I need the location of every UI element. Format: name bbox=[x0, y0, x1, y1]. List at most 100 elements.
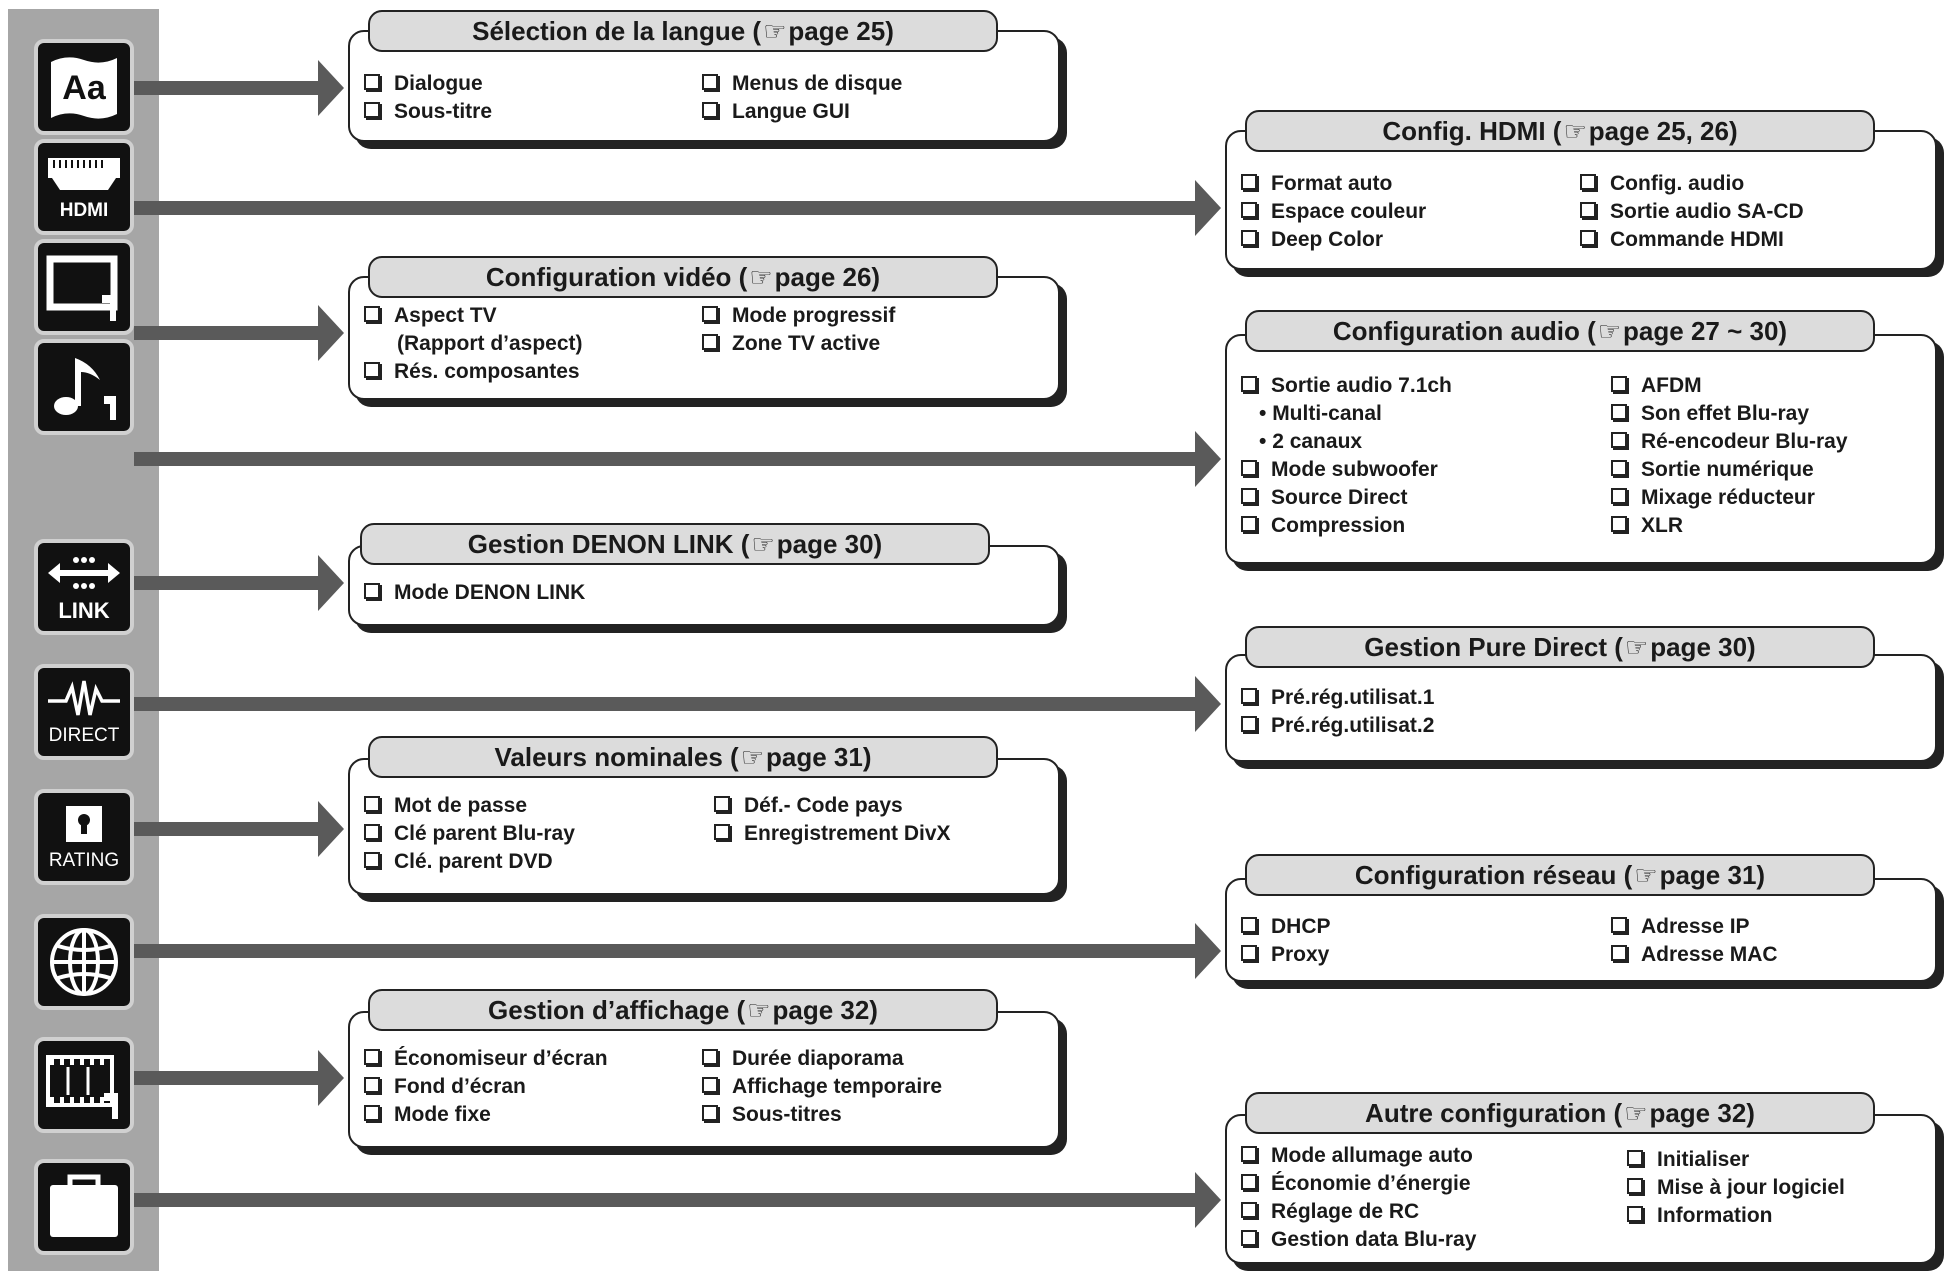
list-item: Enregistrement DivX bbox=[714, 820, 951, 848]
list-item: Gestion data Blu-ray bbox=[1241, 1226, 1476, 1254]
list-item: Fond d’écran bbox=[364, 1073, 608, 1101]
display-icon bbox=[34, 1037, 134, 1133]
arrow-langue bbox=[134, 60, 344, 116]
list-item: Économiseur d’écran bbox=[364, 1045, 608, 1073]
list-item: Proxy bbox=[1241, 941, 1331, 969]
hand-pointer-icon: ☞ bbox=[1624, 631, 1649, 662]
hand-pointer-icon: ☞ bbox=[1634, 859, 1658, 890]
list-item: Information bbox=[1627, 1202, 1845, 1230]
pure-col1: Pré.rég.utilisat.1 Pré.rég.utilisat.2 bbox=[1241, 684, 1434, 740]
list-item: Sortie audio 7.1ch bbox=[1241, 372, 1452, 400]
langue-box: Sélection de la langue (☞page 25) Dialog… bbox=[348, 10, 1060, 142]
network-col2: Adresse IP Adresse MAC bbox=[1611, 913, 1778, 969]
video-icon bbox=[34, 239, 134, 335]
rating-col2: Déf.- Code pays Enregistrement DivX bbox=[714, 792, 951, 848]
other-box: Autre configuration (☞page 32) Mode allu… bbox=[1225, 1092, 1937, 1264]
hand-pointer-icon: ☞ bbox=[751, 528, 775, 559]
pure-title: Gestion Pure Direct (☞page 30) bbox=[1245, 626, 1875, 668]
list-item: Sortie audio SA-CD bbox=[1580, 198, 1804, 226]
list-item: Langue GUI bbox=[702, 98, 902, 126]
other-col1: Mode allumage auto Économie d’énergie Ré… bbox=[1241, 1142, 1476, 1254]
list-item: Durée diaporama bbox=[702, 1045, 942, 1073]
hand-pointer-icon: ☞ bbox=[1624, 1097, 1648, 1128]
arrow-pure bbox=[134, 676, 1221, 732]
video-title: Configuration vidéo (☞page 26) bbox=[368, 256, 998, 298]
language-icon: Aa bbox=[34, 39, 134, 135]
hand-pointer-icon: ☞ bbox=[740, 741, 765, 772]
langue-col1: Dialogue Sous-titre bbox=[364, 70, 492, 126]
list-item: Source Direct bbox=[1241, 484, 1452, 512]
hdmi-icon-label: HDMI bbox=[60, 200, 109, 221]
rating-box: Valeurs nominales (☞page 31) Mot de pass… bbox=[348, 736, 1060, 895]
network-box: Configuration réseau (☞page 31) DHCP Pro… bbox=[1225, 854, 1937, 982]
hand-pointer-icon: ☞ bbox=[763, 15, 787, 46]
list-item: Aspect TV bbox=[364, 302, 583, 330]
link-icon-label: LINK bbox=[58, 598, 109, 623]
network-icon bbox=[34, 914, 134, 1010]
link-box: Gestion DENON LINK (☞page 30) Mode DENON… bbox=[348, 523, 1060, 626]
hdmi-box: Config. HDMI (☞page 25, 26) Format auto … bbox=[1225, 110, 1937, 270]
list-item: Sous-titres bbox=[702, 1101, 942, 1129]
list-item: Menus de disque bbox=[702, 70, 902, 98]
list-item: Son effet Blu-ray bbox=[1611, 400, 1848, 428]
arrow-display bbox=[134, 1050, 344, 1106]
rating-col1: Mot de passe Clé parent Blu-ray Clé. par… bbox=[364, 792, 575, 876]
list-item: Affichage temporaire bbox=[702, 1073, 942, 1101]
list-item: DHCP bbox=[1241, 913, 1331, 941]
list-item: Compression bbox=[1241, 512, 1452, 540]
list-item: Réglage de RC bbox=[1241, 1198, 1476, 1226]
list-item: Mise à jour logiciel bbox=[1627, 1174, 1845, 1202]
hand-pointer-icon: ☞ bbox=[749, 261, 773, 292]
list-item: Mixage réducteur bbox=[1611, 484, 1848, 512]
direct-icon-label: DIRECT bbox=[49, 725, 120, 746]
display-col1: Économiseur d’écran Fond d’écran Mode fi… bbox=[364, 1045, 608, 1129]
arrow-hdmi bbox=[134, 180, 1221, 236]
rating-title: Valeurs nominales (☞page 31) bbox=[368, 736, 998, 778]
list-item: Adresse IP bbox=[1611, 913, 1778, 941]
list-item-note: (Rapport d’aspect) bbox=[397, 332, 583, 355]
arrow-audio bbox=[134, 431, 1221, 487]
direct-icon: DIRECT bbox=[34, 664, 134, 760]
list-item: Clé parent Blu-ray bbox=[364, 820, 575, 848]
pure-box: Gestion Pure Direct (☞page 30) Pré.rég.u… bbox=[1225, 626, 1937, 762]
arrow-rating bbox=[134, 801, 344, 857]
hdmi-col2: Config. audio Sortie audio SA-CD Command… bbox=[1580, 170, 1804, 254]
list-item: Sortie numérique bbox=[1611, 456, 1848, 484]
hdmi-title: Config. HDMI (☞page 25, 26) bbox=[1245, 110, 1875, 152]
hand-pointer-icon: ☞ bbox=[1563, 115, 1587, 146]
display-box: Gestion d’affichage (☞page 32) Économise… bbox=[348, 989, 1060, 1148]
list-item: Deep Color bbox=[1241, 226, 1426, 254]
rating-icon: RATING bbox=[34, 789, 134, 885]
list-item: Adresse MAC bbox=[1611, 941, 1778, 969]
other-col2: Initialiser Mise à jour logiciel Informa… bbox=[1627, 1146, 1845, 1230]
list-item: Clé. parent DVD bbox=[364, 848, 575, 876]
audio-title: Configuration audio (☞page 27 ~ 30) bbox=[1245, 310, 1875, 352]
list-item: Dialogue bbox=[364, 70, 492, 98]
audio-col1: Sortie audio 7.1ch • Multi-canal • 2 can… bbox=[1241, 372, 1452, 540]
audio-col2: AFDM Son effet Blu-ray Ré-encodeur Blu-r… bbox=[1611, 372, 1848, 540]
list-item: Rés. composantes bbox=[364, 358, 583, 386]
hdmi-col1: Format auto Espace couleur Deep Color bbox=[1241, 170, 1426, 254]
arrow-network bbox=[134, 923, 1221, 979]
list-item: Initialiser bbox=[1627, 1146, 1845, 1174]
hand-pointer-icon: ☞ bbox=[1597, 315, 1622, 346]
display-col2: Durée diaporama Affichage temporaire Sou… bbox=[702, 1045, 942, 1129]
list-item: Mode progressif bbox=[702, 302, 895, 330]
list-item: Commande HDMI bbox=[1580, 226, 1804, 254]
list-item: Ré-encodeur Blu-ray bbox=[1611, 428, 1848, 456]
list-item: Zone TV active bbox=[702, 330, 895, 358]
link-col1: Mode DENON LINK bbox=[364, 579, 585, 607]
video-col2: Mode progressif Zone TV active bbox=[702, 302, 895, 358]
list-item: Déf.- Code pays bbox=[714, 792, 951, 820]
list-item: Pré.rég.utilisat.2 bbox=[1241, 712, 1434, 740]
list-subitem: • 2 canaux bbox=[1259, 430, 1363, 453]
toolbox-icon bbox=[34, 1159, 134, 1255]
list-item: Espace couleur bbox=[1241, 198, 1426, 226]
list-item: Mot de passe bbox=[364, 792, 575, 820]
arrow-video bbox=[134, 305, 344, 361]
list-item: Pré.rég.utilisat.1 bbox=[1241, 684, 1434, 712]
audio-icon bbox=[34, 339, 134, 435]
list-item: Sous-titre bbox=[364, 98, 492, 126]
langue-col2: Menus de disque Langue GUI bbox=[702, 70, 902, 126]
list-item: AFDM bbox=[1611, 372, 1848, 400]
